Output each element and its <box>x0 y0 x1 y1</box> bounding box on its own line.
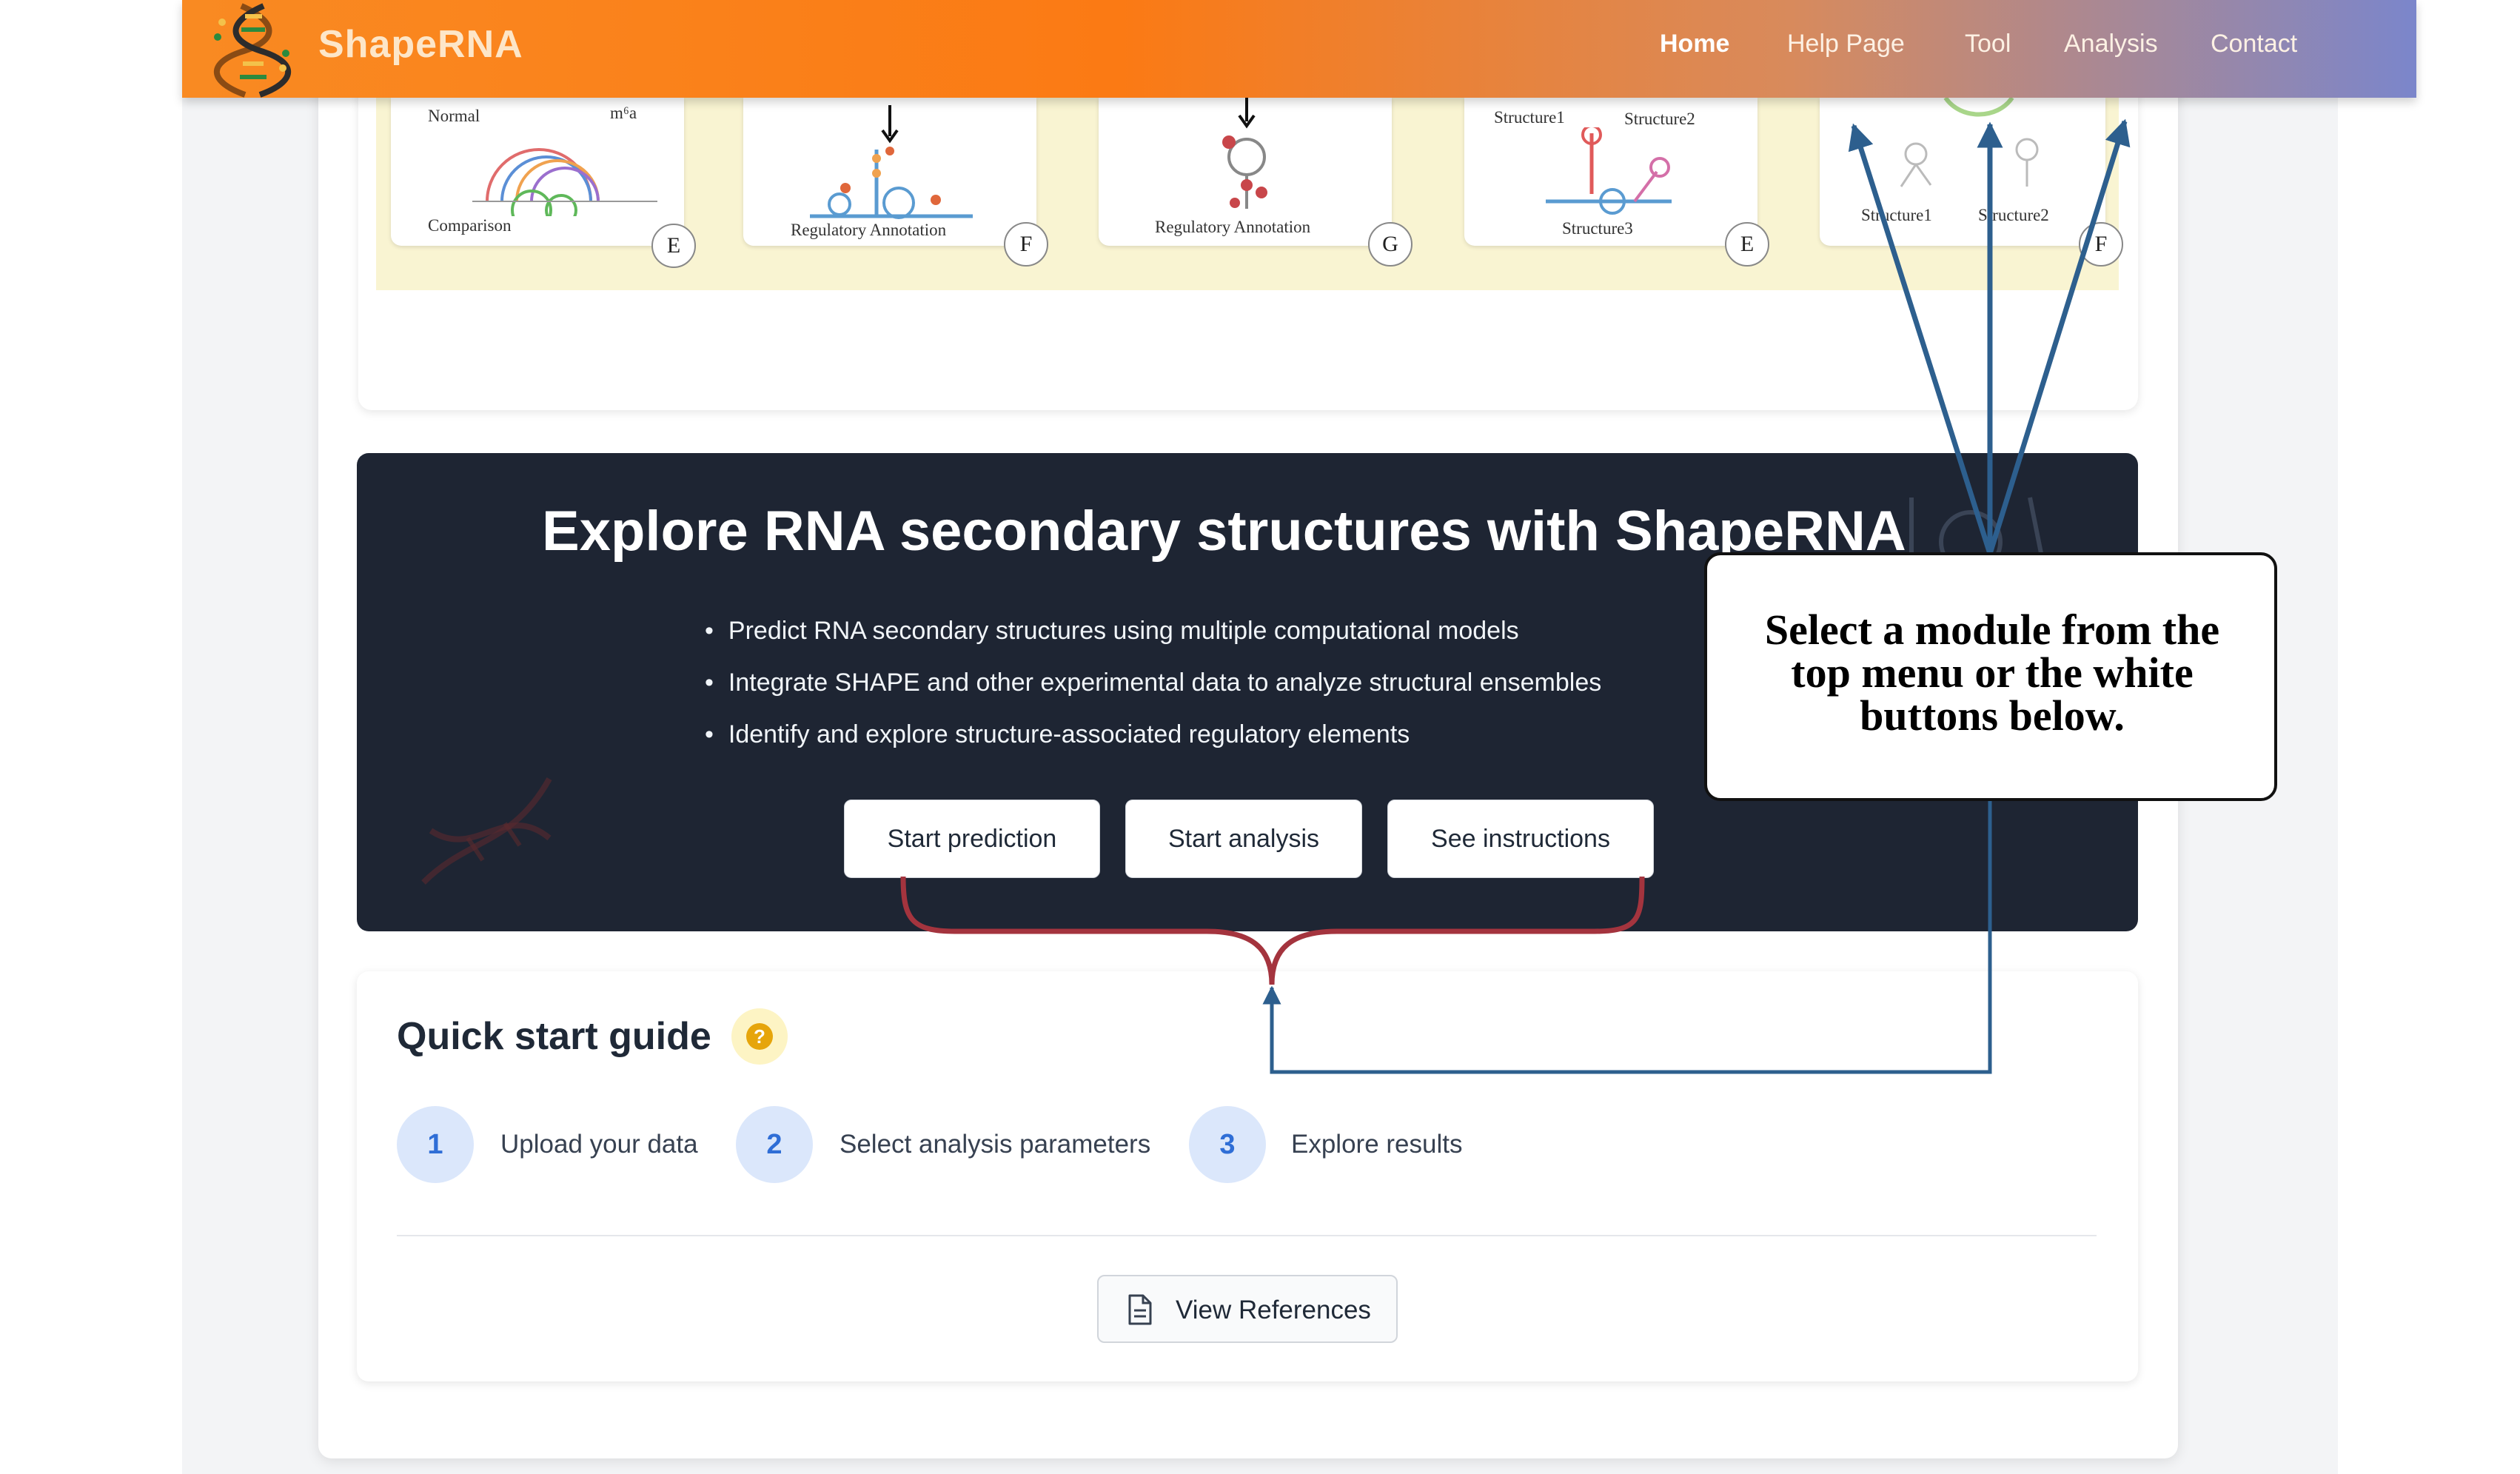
dna-logo-icon[interactable] <box>212 0 293 98</box>
view-references-label: View References <box>1176 1296 1371 1324</box>
panel-letter-e-2: E <box>1725 222 1769 267</box>
step-number-3: 3 <box>1189 1106 1266 1183</box>
panel-label-normal: Normal <box>428 107 480 125</box>
nav-home[interactable]: Home <box>1660 30 1730 58</box>
step-number-2: 2 <box>736 1106 813 1183</box>
panel-label-structure2-b: Structure2 <box>1978 206 2049 224</box>
quick-start-title: Quick start guide <box>397 1015 711 1058</box>
hero-bullet-list: Predict RNA secondary structures using m… <box>705 605 1601 760</box>
hero-bullet-1: Predict RNA secondary structures using m… <box>705 605 1601 657</box>
structure-pair-graphic <box>1900 98 2039 187</box>
top-navbar: ShapeRNA Home Help Page Tool Analysis Co… <box>182 0 2416 98</box>
panel-letter-f: F <box>1004 222 1048 267</box>
step-label-parameters: Select analysis parameters <box>840 1130 1151 1159</box>
step-label-upload: Upload your data <box>500 1130 698 1159</box>
dna-watermark-icon <box>421 777 552 885</box>
quick-start-card: Quick start guide ? 1 Upload your data 2… <box>357 971 2138 1381</box>
panel-label-regulatory-annotation-2: Regulatory Annotation <box>1155 218 1311 236</box>
panel-label-structure1: Structure1 <box>1494 108 1565 127</box>
question-icon[interactable]: ? <box>731 1008 788 1065</box>
see-instructions-button[interactable]: See instructions <box>1387 800 1654 878</box>
brand-name[interactable]: ShapeRNA <box>318 23 523 66</box>
panel-letter-f-2: F <box>2079 222 2123 267</box>
panel-label-structure2: Structure2 <box>1624 110 1695 128</box>
figure-panel-regulatory-2: Regulatory Annotation <box>1099 98 1392 246</box>
panel-label-structure3: Structure3 <box>1562 219 1633 238</box>
figure-panel-comparison: Normal m⁶a Comparison <box>391 98 684 246</box>
step-label-results: Explore results <box>1291 1130 1463 1159</box>
panel-letter-g: G <box>1368 222 1413 267</box>
nav-contact[interactable]: Contact <box>2211 30 2298 58</box>
panel-label-regulatory-annotation: Regulatory Annotation <box>791 221 947 239</box>
panel-label-structure1-b: Structure1 <box>1861 206 1932 224</box>
hero-bullet-2: Integrate SHAPE and other experimental d… <box>705 657 1601 708</box>
start-prediction-button[interactable]: Start prediction <box>844 800 1100 878</box>
callout-text: Select a module from the top menu or the… <box>1764 606 2220 740</box>
panel-label-m6a: m⁶a <box>610 104 637 122</box>
view-references-button[interactable]: View References <box>1097 1275 1398 1343</box>
rna-structure-graphic <box>810 105 973 219</box>
figure-panel-structures: Structure1 Structure2 Structure3 <box>1464 98 1757 246</box>
panel-label-comparison: Comparison <box>428 216 512 235</box>
figure-panel-structure-pair: Structure1 Structure2 <box>1820 98 2105 246</box>
section-divider <box>397 1235 2097 1236</box>
hero-title: Explore RNA secondary structures with Sh… <box>542 500 1906 563</box>
instruction-callout: Select a module from the top menu or the… <box>1704 552 2277 801</box>
document-icon <box>1128 1294 1152 1325</box>
nav-analysis[interactable]: Analysis <box>2064 30 2158 58</box>
nav-tool[interactable]: Tool <box>1965 30 2011 58</box>
rna-stemloop-graphic <box>1222 98 1267 209</box>
start-analysis-button[interactable]: Start analysis <box>1125 800 1362 878</box>
panel-letter-e: E <box>651 224 696 268</box>
figure-panel-regulatory-1: Regulatory Annotation <box>743 98 1036 246</box>
step-number-1: 1 <box>397 1106 474 1183</box>
hero-bullet-3: Identify and explore structure-associate… <box>705 708 1601 760</box>
structure-comparison-graphic <box>1546 127 1672 215</box>
arc-diagram-graphic <box>472 148 657 216</box>
nav-help-page[interactable]: Help Page <box>1787 30 1905 58</box>
